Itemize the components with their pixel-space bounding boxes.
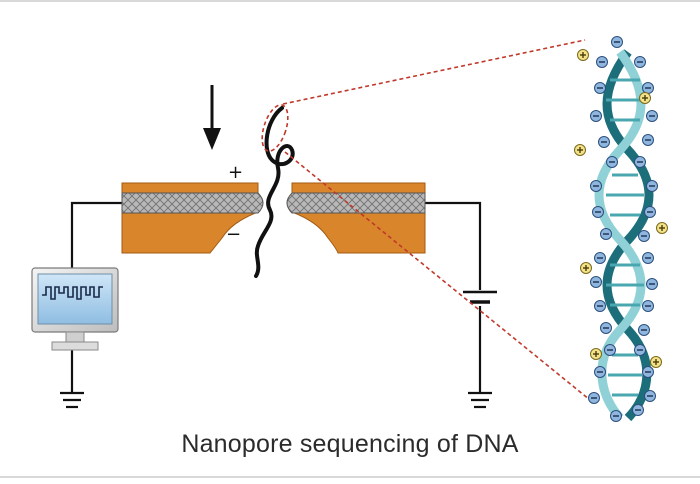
phosphate-negative-icon xyxy=(646,110,658,122)
counter-ion-positive-icon xyxy=(656,222,668,234)
phosphate-negative-icon xyxy=(646,180,658,192)
phosphate-negative-icon xyxy=(611,36,623,48)
phosphate-negative-icon xyxy=(600,228,612,240)
counter-ion-positive-icon xyxy=(590,348,602,360)
phosphate-negative-icon xyxy=(642,82,654,94)
plus-sign: + xyxy=(228,162,243,183)
zoom-indicator xyxy=(261,39,591,401)
phosphate-negative-icon xyxy=(588,392,600,404)
dna-strand xyxy=(254,106,295,278)
phosphate-negative-icon xyxy=(642,134,654,146)
phosphate-negative-icon xyxy=(594,252,606,264)
phosphate-negative-icon xyxy=(632,404,644,416)
phosphate-negative-icon xyxy=(646,278,658,290)
phosphate-negative-icon xyxy=(596,56,608,68)
membrane-right xyxy=(286,182,426,254)
counter-ion-positive-icon xyxy=(580,262,592,274)
phosphate-negative-icon xyxy=(642,252,654,264)
counter-ion-positive-icon xyxy=(650,356,662,368)
phosphate-negative-icon xyxy=(638,230,650,242)
ion-layer xyxy=(574,36,668,422)
phosphate-negative-icon xyxy=(590,180,602,192)
phosphate-negative-icon xyxy=(634,156,646,168)
phosphate-negative-icon xyxy=(638,324,650,336)
counter-ion-positive-icon xyxy=(574,144,586,156)
phosphate-negative-icon xyxy=(594,366,606,378)
phosphate-negative-icon xyxy=(594,82,606,94)
phosphate-negative-icon xyxy=(590,276,602,288)
phosphate-negative-icon xyxy=(642,300,654,312)
dna-helix-icon xyxy=(594,49,654,422)
phosphate-negative-icon xyxy=(644,390,656,402)
phosphate-negative-icon xyxy=(642,366,654,378)
phosphate-negative-icon xyxy=(610,410,622,422)
phosphate-negative-icon xyxy=(644,206,656,218)
diagram-caption: Nanopore sequencing of DNA xyxy=(181,430,519,458)
phosphate-negative-icon xyxy=(604,344,616,356)
phosphate-negative-icon xyxy=(598,136,610,148)
phosphate-negative-icon xyxy=(590,110,602,122)
phosphate-negative-icon xyxy=(634,344,646,356)
battery-icon xyxy=(463,290,497,304)
monitor-icon xyxy=(31,267,119,351)
counter-ion-positive-icon xyxy=(577,49,589,61)
phosphate-negative-icon xyxy=(634,56,646,68)
phosphate-negative-icon xyxy=(592,206,604,218)
phosphate-negative-icon xyxy=(606,156,618,168)
phosphate-negative-icon xyxy=(600,322,612,334)
ground-icon xyxy=(468,391,492,409)
arrow-down-icon xyxy=(203,85,221,150)
ground-icon xyxy=(60,391,84,409)
phosphate-negative-icon xyxy=(594,300,606,312)
membrane-left xyxy=(121,182,264,254)
minus-sign: − xyxy=(226,224,241,245)
counter-ion-positive-icon xyxy=(639,92,651,104)
